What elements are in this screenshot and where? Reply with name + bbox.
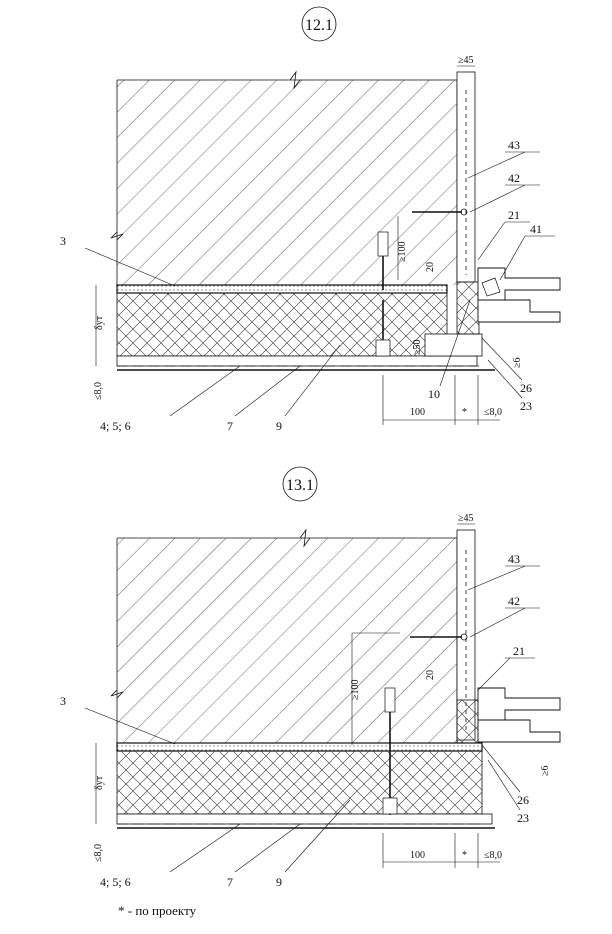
callout-4-5-6: 4; 5; 6 xyxy=(100,419,131,433)
dim-50: ≥50 xyxy=(412,340,423,356)
dim-bottom-star-2: * xyxy=(462,850,467,861)
callout-21-2: 21 xyxy=(513,644,525,658)
callout-23: 23 xyxy=(520,399,532,413)
adhesive-layer xyxy=(116,284,448,294)
dim-delta-2: δут xyxy=(94,775,105,790)
dim-bottom-8-2: ≤8,0 xyxy=(484,850,502,861)
detail-12-title-circle xyxy=(301,6,337,42)
callout-3: 3 xyxy=(60,234,66,248)
detail-13-title: 13.1 xyxy=(286,477,314,494)
callout-23-2: 23 xyxy=(517,811,529,825)
window-profile-2 xyxy=(477,687,561,721)
callout-9-2: 9 xyxy=(276,875,282,889)
dim-bottom-100-2: 100 xyxy=(410,850,425,861)
wall-hatched xyxy=(117,80,457,285)
insulation-layer xyxy=(116,292,448,357)
footnote: * - по проекту xyxy=(118,903,197,918)
dim-delta: δут xyxy=(94,315,105,330)
dim-top: ≥45 xyxy=(458,55,474,66)
render-layer xyxy=(116,355,478,367)
callout-26: 26 xyxy=(520,381,532,395)
callout-9: 9 xyxy=(276,419,282,433)
callout-43: 43 xyxy=(508,138,520,152)
dim-8-left: ≤8,0 xyxy=(93,382,104,400)
callout-10: 10 xyxy=(428,387,440,401)
callout-4-5-6-2: 4; 5; 6 xyxy=(100,875,131,889)
detail-13-title-circle xyxy=(282,466,318,502)
detail-12-title: 12.1 xyxy=(305,17,333,34)
dim-100: ≥100 xyxy=(397,242,408,263)
detail-13-1: 13.1 ≥45 ≥100 20 ≥6 δут xyxy=(60,466,561,889)
callout-7: 7 xyxy=(227,419,233,433)
screw-42-2 xyxy=(410,633,468,641)
wall-hatched-2 xyxy=(117,538,457,743)
adhesive-layer-2 xyxy=(116,742,483,752)
render-layer-2 xyxy=(116,813,493,825)
dim-8-left-2: ≤8,0 xyxy=(93,844,104,862)
dim-6: ≥6 xyxy=(512,358,523,369)
callout-41: 41 xyxy=(530,222,542,236)
dim-bottom-8: ≤8,0 xyxy=(484,407,502,418)
dim-bottom-star: * xyxy=(462,407,467,418)
callout-3-2: 3 xyxy=(60,694,66,708)
dim-top-2: ≥45 xyxy=(458,513,474,524)
anchor-dowel-lower xyxy=(375,300,391,357)
detail-12-1: 12.1 xyxy=(60,6,561,433)
callout-26-2: 26 xyxy=(517,793,529,807)
insulation-layer-2 xyxy=(116,750,483,815)
break-mark xyxy=(289,70,301,90)
callout-43-2: 43 xyxy=(508,552,520,566)
callout-21: 21 xyxy=(508,208,520,222)
dim-6-2: ≥6 xyxy=(540,766,551,777)
callout-42-2: 42 xyxy=(508,594,520,608)
anchor-dowel-2 xyxy=(382,687,398,815)
callout-42: 42 xyxy=(508,171,520,185)
callout-7-2: 7 xyxy=(227,875,233,889)
dim-bottom-100: 100 xyxy=(410,407,425,418)
dim-20-2: 20 xyxy=(425,670,436,680)
dim-20: 20 xyxy=(425,262,436,272)
screw-42 xyxy=(412,208,468,216)
dim-100-2: ≥100 xyxy=(350,680,361,701)
anchor-dowel-upper xyxy=(377,231,389,290)
